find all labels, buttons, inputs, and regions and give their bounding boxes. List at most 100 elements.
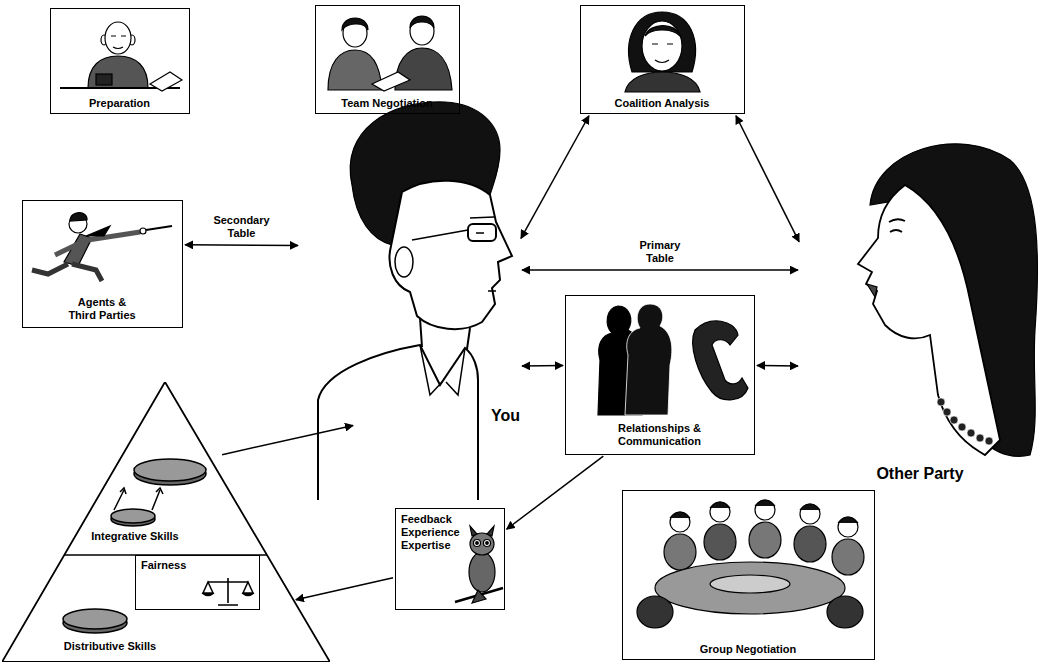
necklace-part bbox=[958, 423, 966, 431]
edge-label: Secondary Table bbox=[207, 214, 277, 240]
coalition-figure-part bbox=[629, 12, 696, 72]
owl-figure-part bbox=[476, 542, 479, 545]
pyramid-outline bbox=[2, 382, 330, 662]
team-figure bbox=[328, 16, 452, 91]
relationship-figure-part bbox=[693, 321, 748, 400]
relationship-figure bbox=[598, 304, 748, 415]
preparation-figure-part bbox=[105, 22, 131, 54]
preparation-figure-part bbox=[88, 56, 148, 88]
group-figure-part bbox=[637, 596, 673, 628]
node-label: Distributive Skills bbox=[64, 640, 156, 653]
pyramid-outline-part-part bbox=[2, 382, 330, 662]
fairness-box: Fairness bbox=[135, 555, 260, 610]
owl-figure-part bbox=[486, 542, 489, 545]
concept-box: Relationships & Communication bbox=[565, 295, 755, 455]
owl-figure-part bbox=[484, 540, 491, 547]
pyramid-outline-part bbox=[2, 382, 330, 662]
connector-arrow bbox=[521, 116, 589, 239]
node-label: Feedback Experience Expertise bbox=[401, 513, 465, 553]
you-figure-part bbox=[318, 345, 478, 500]
agent-figure-part bbox=[32, 264, 68, 274]
node-label: You bbox=[491, 406, 520, 425]
connector-arrow bbox=[296, 578, 393, 600]
person-figure: Other Party bbox=[800, 145, 1040, 485]
owl-figure-part bbox=[470, 533, 494, 555]
node-label: Integrative Skills bbox=[91, 530, 178, 543]
owl-figure bbox=[455, 526, 503, 603]
other-party-figure-part bbox=[867, 284, 877, 297]
preparation-figure-part bbox=[96, 74, 112, 85]
preparation-figure bbox=[60, 22, 182, 91]
agent-figure-part bbox=[140, 228, 146, 234]
group-figure-part bbox=[655, 562, 845, 614]
pyramid-outline-part-part bbox=[134, 459, 206, 481]
necklace-part bbox=[937, 398, 945, 406]
node-label: Group Negotiation bbox=[700, 643, 797, 656]
group-figure-part bbox=[827, 596, 863, 628]
group-figure-part bbox=[710, 575, 790, 593]
group-figure-part bbox=[794, 526, 826, 562]
preparation-figure-part bbox=[150, 72, 182, 91]
necklace-part bbox=[943, 408, 951, 416]
concept-box: Agents & Third Parties bbox=[22, 200, 183, 328]
agent-figure-part bbox=[146, 226, 172, 230]
necklace-part bbox=[967, 429, 975, 437]
connector-arrow bbox=[757, 365, 798, 367]
group-figure-part bbox=[749, 522, 781, 558]
you-figure-part bbox=[420, 345, 465, 395]
you-figure bbox=[318, 102, 512, 500]
concept-box: Group Negotiation bbox=[622, 490, 875, 660]
node-label: Agents & Third Parties bbox=[66, 296, 138, 322]
necklace-part bbox=[950, 416, 958, 424]
coalition-figure-part bbox=[645, 26, 680, 37]
person-figure: You bbox=[300, 110, 520, 425]
you-figure-part bbox=[395, 247, 413, 277]
concept-box: Coalition Analysis bbox=[580, 5, 745, 114]
connector-arrow bbox=[185, 244, 298, 246]
group-figure-part bbox=[704, 524, 736, 560]
you-figure-part bbox=[390, 181, 512, 329]
connector-arrow bbox=[222, 425, 353, 454]
other-party-figure-part bbox=[889, 219, 905, 232]
preparation-figure-part bbox=[111, 36, 126, 49]
other-party-figure-part bbox=[858, 185, 1000, 455]
team-figure-part bbox=[395, 48, 452, 90]
pyramid-outline-part-part bbox=[111, 509, 155, 523]
agent-figure bbox=[32, 213, 172, 281]
node-label: Fairness bbox=[141, 559, 186, 572]
team-figure-part bbox=[343, 19, 367, 47]
team-figure-part bbox=[410, 17, 434, 45]
other-party-figure bbox=[858, 144, 1037, 456]
connector-arrow bbox=[736, 116, 799, 242]
necklace-part bbox=[985, 437, 993, 445]
skills-pyramid: Integrative SkillsDistributive Skills Fai… bbox=[2, 382, 330, 662]
feedback-box: Feedback Experience Expertise bbox=[395, 508, 505, 610]
pyramid-outline-part-part bbox=[114, 490, 160, 510]
node-label: Relationships & Communication bbox=[610, 422, 710, 448]
edge-label: Primary Table bbox=[625, 239, 695, 265]
owl-figure-part bbox=[470, 526, 494, 536]
connector-arrow bbox=[507, 456, 604, 529]
node-label: Team Negotiation bbox=[341, 97, 432, 110]
agent-figure-part bbox=[86, 226, 110, 236]
connector-arrow bbox=[522, 365, 563, 367]
you-figure-part bbox=[412, 217, 496, 291]
coalition-figure bbox=[625, 12, 700, 92]
pyramid-outline-part-part bbox=[208, 578, 248, 605]
pyramid-outline-part-part bbox=[120, 488, 163, 494]
pyramid-outline-part-part bbox=[202, 593, 254, 596]
relationship-figure-part bbox=[625, 304, 672, 415]
team-figure-part bbox=[372, 72, 410, 91]
pyramid-outline-part-part bbox=[63, 609, 127, 629]
coalition-figure-part bbox=[625, 72, 700, 92]
agent-figure-part bbox=[70, 213, 87, 221]
group-figure-part bbox=[670, 500, 858, 523]
node-label: Other Party bbox=[876, 464, 963, 483]
agent-figure-part bbox=[72, 264, 102, 281]
necklace bbox=[937, 398, 993, 445]
pyramid-outline-part-part bbox=[203, 582, 253, 593]
team-figure-part bbox=[410, 16, 434, 28]
coalition-figure-part bbox=[652, 44, 673, 63]
necklace-part bbox=[976, 434, 984, 442]
